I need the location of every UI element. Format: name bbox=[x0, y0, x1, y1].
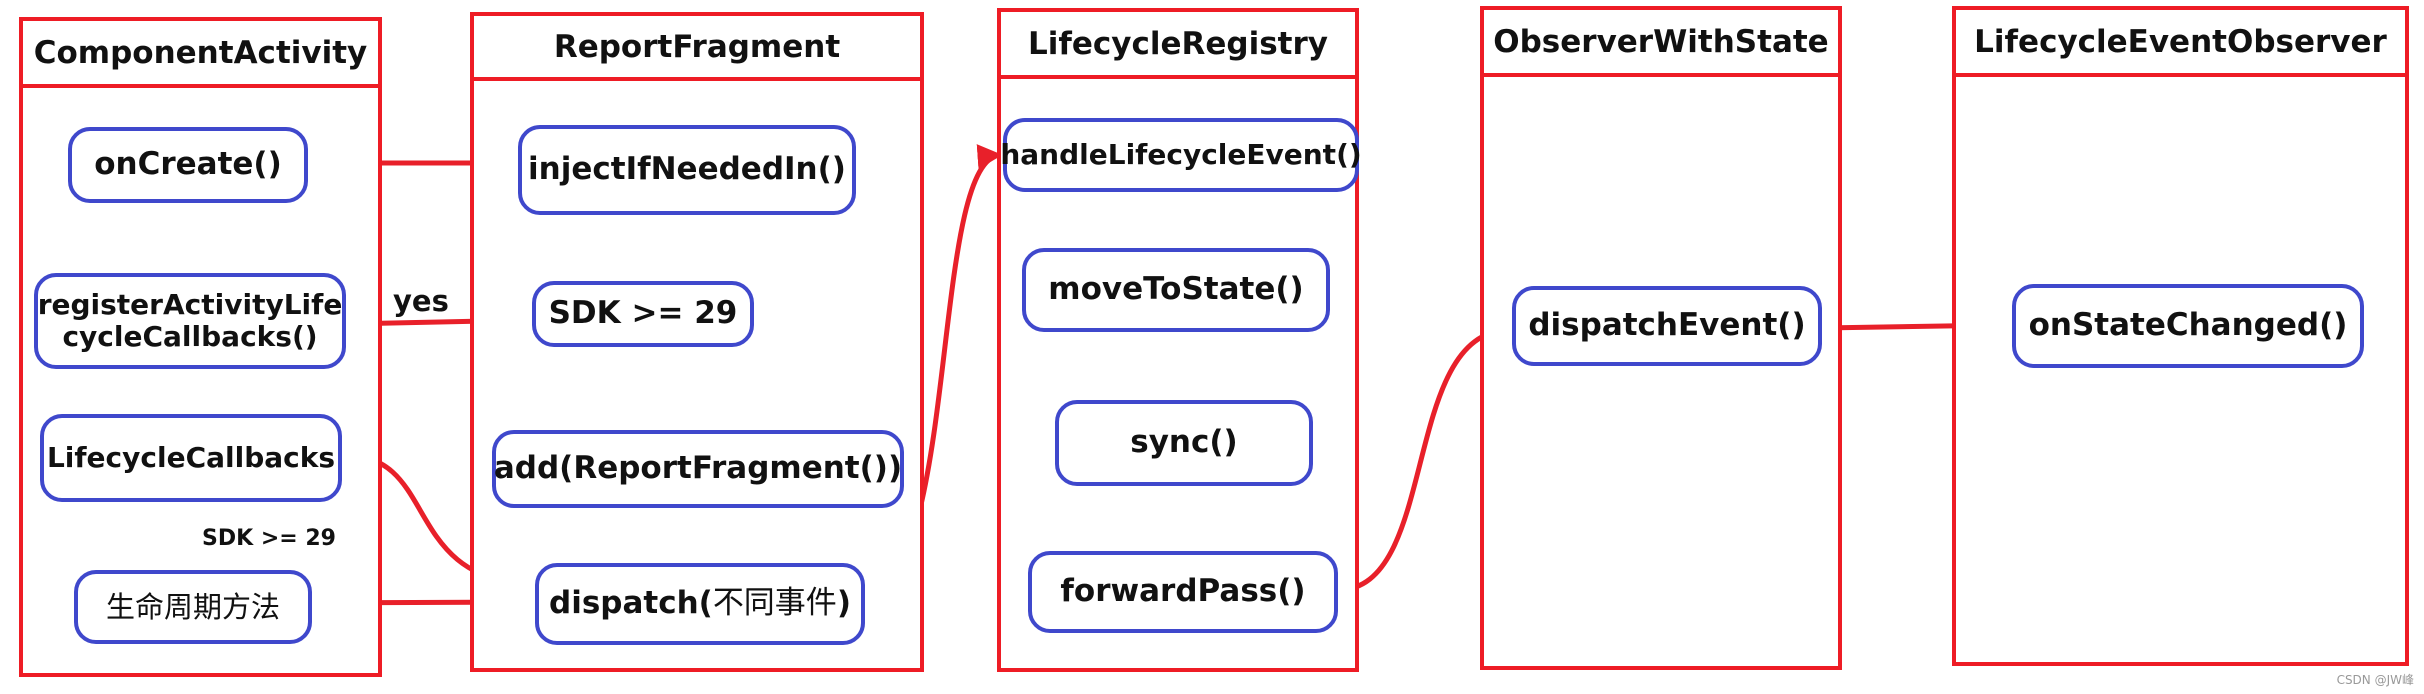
node-register-activity-lifecycle-callbacks: registerActivityLife cycleCallbacks() bbox=[34, 273, 346, 369]
node-label: onCreate() bbox=[94, 146, 282, 183]
node-label: dispatchEvent() bbox=[1528, 307, 1806, 344]
node-sdk-check: SDK >= 29 bbox=[532, 281, 754, 347]
node-label: sync() bbox=[1130, 424, 1238, 461]
lane-title: ReportFragment bbox=[474, 16, 920, 81]
node-label: forwardPass() bbox=[1060, 573, 1306, 610]
watermark: CSDN @JW峰 bbox=[2336, 673, 2414, 687]
node-label: add(ReportFragment()) bbox=[493, 450, 903, 487]
lane-title: LifecycleEventObserver bbox=[1956, 10, 2405, 77]
node-forward-pass: forwardPass() bbox=[1028, 551, 1338, 633]
node-dispatch-events: dispatch(不同事件) bbox=[535, 563, 865, 645]
node-lifecycle-callbacks: LifecycleCallbacks bbox=[40, 414, 342, 502]
node-label: 生命周期方法 bbox=[105, 589, 280, 624]
node-label-cjk: 不同事件 bbox=[712, 585, 837, 622]
node-label: injectIfNeededIn() bbox=[528, 151, 846, 188]
node-label: LifecycleCallbacks bbox=[46, 441, 336, 475]
node-label: moveToState() bbox=[1048, 271, 1304, 308]
node-inject-if-needed-in: injectIfNeededIn() bbox=[518, 125, 856, 215]
node-move-to-state: moveToState() bbox=[1022, 248, 1330, 332]
edge-label-yes: yes bbox=[393, 284, 449, 318]
node-on-state-changed: onStateChanged() bbox=[2012, 284, 2364, 368]
lane-title: ComponentActivity bbox=[23, 21, 378, 88]
lane-title: LifecycleRegistry bbox=[1001, 12, 1355, 79]
node-label-line-2: cycleCallbacks() bbox=[62, 320, 318, 353]
node-on-create: onCreate() bbox=[68, 127, 308, 203]
edge-label-sdk-condition: SDK >= 29 bbox=[202, 526, 336, 551]
node-dispatch-event: dispatchEvent() bbox=[1512, 286, 1822, 366]
arrow-forward-pass-to-dispatch-event bbox=[1335, 317, 1513, 593]
node-label-line-1: registerActivityLife bbox=[37, 287, 343, 321]
node-label: SDK >= 29 bbox=[548, 295, 738, 332]
node-add-report-fragment: add(ReportFragment()) bbox=[492, 430, 904, 508]
lane-title: ObserverWithState bbox=[1484, 10, 1838, 77]
node-label: onStateChanged() bbox=[2028, 307, 2348, 344]
node-lifecycle-methods: 生命周期方法 bbox=[74, 570, 312, 644]
node-handle-lifecycle-event: handleLifecycleEvent() bbox=[1000, 118, 1362, 192]
node-label-prefix: dispatch( bbox=[549, 585, 713, 622]
node-sync: sync() bbox=[1055, 400, 1313, 486]
node-label-suffix: ) bbox=[836, 585, 851, 622]
node-label: handleLifecycleEvent() bbox=[1000, 138, 1362, 172]
